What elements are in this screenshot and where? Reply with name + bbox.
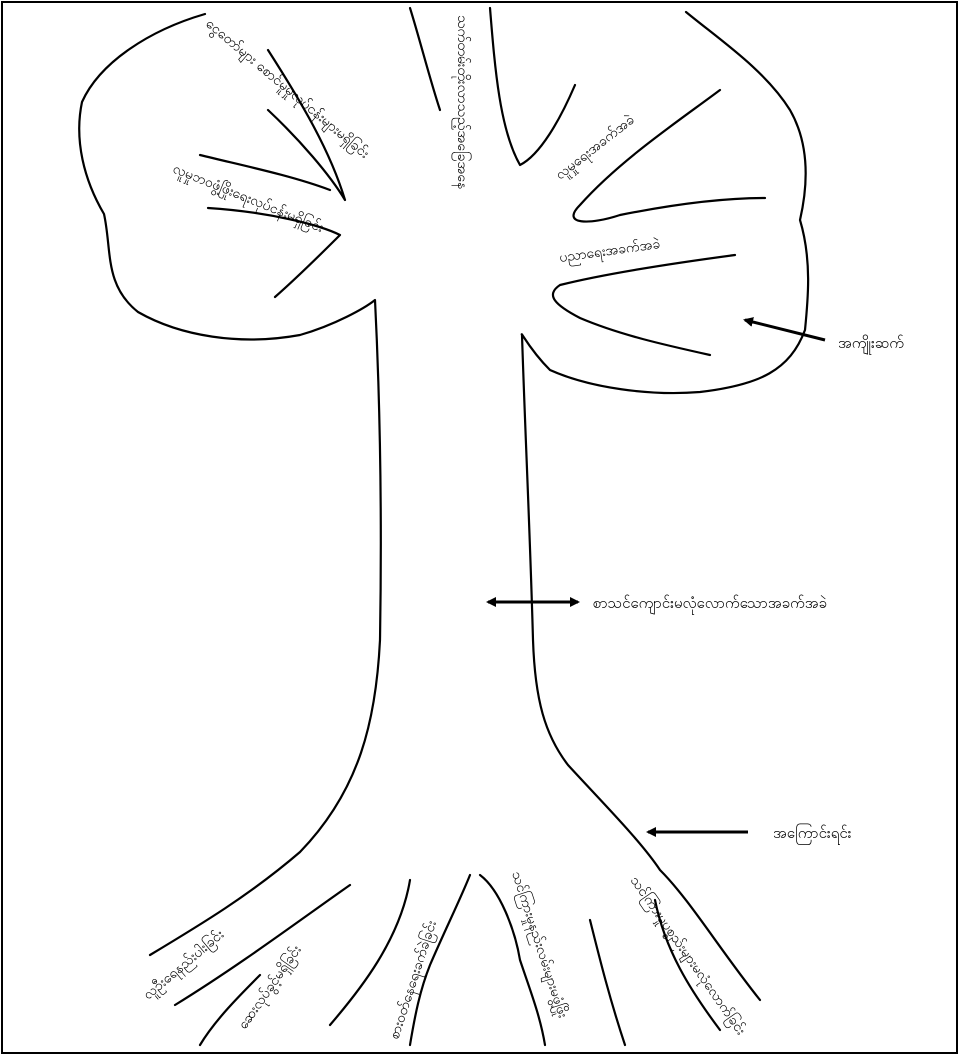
annotation-effects: အကျိုးဆက် (838, 334, 904, 355)
canopy-branch-top-1 (410, 8, 440, 110)
canopy-label-top-left-1: ငွေတော်များ စောင်မူမှုလုပ်ငန်းများမရှိခြ… (201, 15, 373, 164)
root-label-2: ဆေးလုပ်ခွင့်မရှိခြင်း (234, 942, 306, 1034)
canopy-label-right-2: ပညာရေးအခက်အခဲ (558, 236, 661, 268)
canopy-branch-right-1 (574, 90, 765, 222)
canopy-label-right-1: လူမှုရေးအခက်အခဲ (553, 112, 639, 185)
arrow-effects (745, 320, 825, 340)
canopy-label-center: သက်တမ်းတိုးလာသည့်အခြေအနေ (452, 15, 471, 189)
root-finger-4 (480, 875, 545, 1045)
canopy-label-top-left-2: လူမှုဘဝဖွံ့ဖြိုးရေးလုပ်ငန်းမရှိခြင်း (170, 160, 327, 238)
annotation-causes: အကြောင်းရင်း (773, 823, 852, 845)
canopy-branch-top-2 (490, 8, 575, 165)
root-finger-5 (590, 920, 625, 1045)
annotation-core-problem: စာသင်ကျောင်းမလုံလောက်သောအခက်အခဲ (593, 594, 827, 615)
root-label-1: လူဦးရေနည်းပါးခြင်း (140, 926, 229, 1005)
canopy-left-outline (79, 14, 381, 955)
canopy-branch-right-2 (553, 255, 735, 355)
root-label-5: သင်ကြားမှုပစ္စည်းများမလုံလောက်ခြင်း (625, 873, 750, 1040)
